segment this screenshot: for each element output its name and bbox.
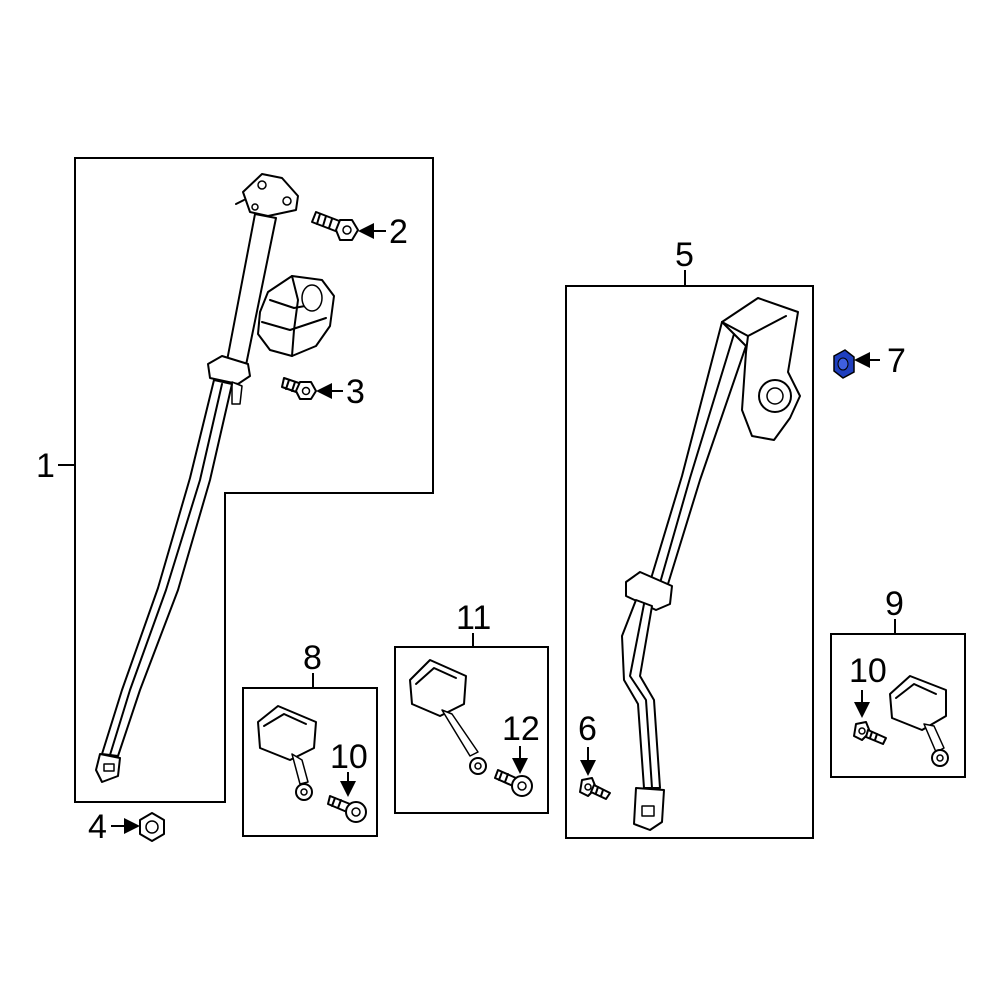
nut-part-4[interactable] bbox=[139, 812, 165, 842]
group-box-part-5 bbox=[565, 285, 814, 839]
callout-7: 7 bbox=[887, 342, 906, 380]
callout-5: 5 bbox=[675, 236, 694, 274]
callout-1: 1 bbox=[36, 447, 55, 485]
seat-belt-assembly-part-1[interactable] bbox=[95, 173, 335, 783]
callout-10-box-8: 10 bbox=[330, 738, 368, 776]
callout-6: 6 bbox=[578, 710, 597, 748]
group-box-part-8 bbox=[242, 687, 378, 837]
screw-part-6[interactable] bbox=[579, 777, 611, 800]
group-box-part-11 bbox=[394, 646, 549, 814]
seat-belt-assembly-part-5[interactable] bbox=[621, 297, 801, 831]
bolt-part-2[interactable] bbox=[311, 211, 359, 241]
callout-4: 4 bbox=[88, 808, 107, 846]
callout-11: 11 bbox=[456, 599, 491, 637]
callout-10-box-9: 10 bbox=[849, 652, 887, 690]
bolt-part-10-in-box-8[interactable] bbox=[327, 795, 367, 823]
callout-2: 2 bbox=[389, 213, 408, 251]
callout-3: 3 bbox=[346, 373, 365, 411]
group-box-part-1 bbox=[74, 157, 434, 803]
screw-part-10-in-box-9[interactable] bbox=[853, 721, 887, 745]
buckle-part-8[interactable] bbox=[257, 705, 317, 801]
callout-9: 9 bbox=[885, 585, 904, 623]
callout-8: 8 bbox=[303, 639, 322, 677]
bolt-part-12[interactable] bbox=[494, 769, 533, 797]
buckle-part-9[interactable] bbox=[889, 675, 949, 767]
nut-part-7-highlighted[interactable] bbox=[833, 349, 855, 379]
bolt-part-3[interactable] bbox=[281, 377, 317, 400]
group-box-part-9 bbox=[830, 633, 966, 778]
callout-12: 12 bbox=[502, 710, 540, 748]
buckle-part-11[interactable] bbox=[409, 659, 487, 775]
